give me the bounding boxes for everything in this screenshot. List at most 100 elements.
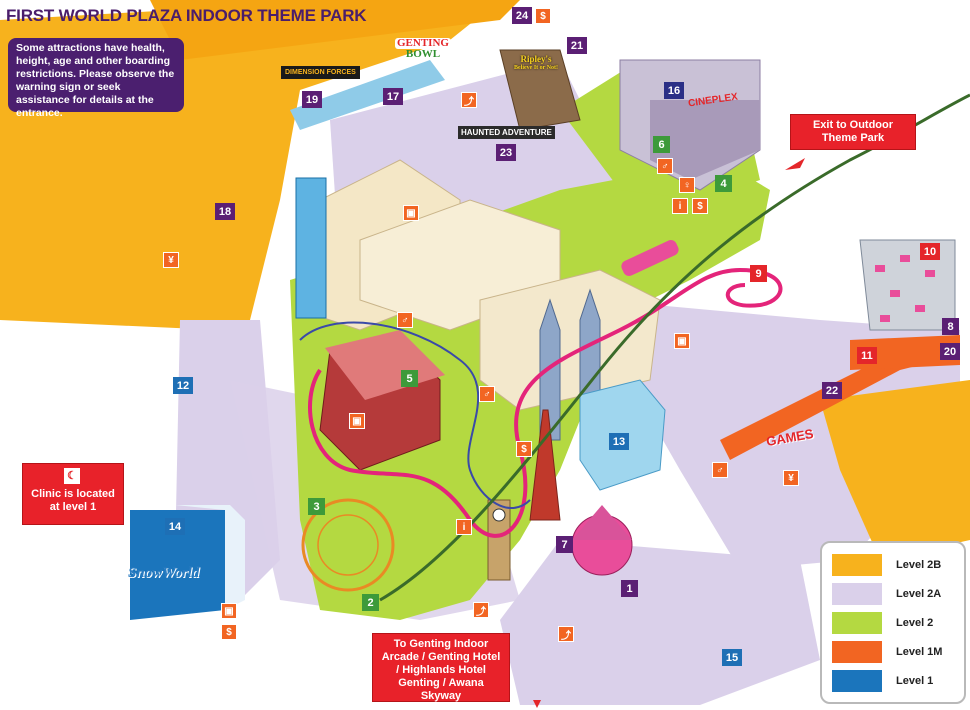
money-changer-icon[interactable]: $ bbox=[516, 441, 532, 457]
attraction-12[interactable]: 12 bbox=[173, 377, 193, 394]
attraction-24[interactable]: 24 bbox=[512, 7, 532, 24]
toilet-icon[interactable]: ♂ bbox=[657, 158, 673, 174]
attraction-8[interactable]: 8 bbox=[942, 318, 959, 335]
genting-bowl-line1: GENTING bbox=[395, 37, 451, 49]
roller-coaster-track-2 bbox=[299, 321, 531, 510]
clinic-label: Clinic is located at level 1 bbox=[31, 488, 115, 513]
dimension-forces-logo[interactable]: DIMENSION FORCES bbox=[281, 66, 360, 79]
bumper-car-arena bbox=[859, 239, 956, 331]
legend-swatch-level-1m bbox=[832, 641, 882, 663]
info-icon[interactable]: i bbox=[672, 198, 688, 214]
eiffel-tower bbox=[529, 409, 561, 521]
attraction-22[interactable]: 22 bbox=[822, 382, 842, 399]
level-1-snow bbox=[130, 510, 225, 620]
exit-arrow-outdoor bbox=[785, 158, 805, 170]
attraction-23[interactable]: 23 bbox=[496, 144, 516, 161]
haunted-adventure-logo[interactable]: HAUNTED ADVENTURE bbox=[458, 126, 555, 139]
toilet-icon[interactable]: ♀ bbox=[679, 177, 695, 193]
attraction-7[interactable]: 7 bbox=[556, 536, 573, 553]
cineplex-front bbox=[650, 100, 760, 180]
clock-tower bbox=[487, 499, 511, 581]
ripleys-line1: Ripley's bbox=[520, 54, 552, 64]
level-legend: Level 2B Level 2A Level 2 Level 1M Level… bbox=[820, 541, 966, 704]
snowworld-logo[interactable]: SnowWorld bbox=[128, 565, 200, 581]
bumper-cars bbox=[875, 255, 935, 322]
attraction-6[interactable]: 6 bbox=[653, 136, 670, 153]
twin-tower-left bbox=[539, 298, 561, 441]
level-2a-bottom bbox=[500, 540, 820, 705]
shop-icon[interactable]: ▣ bbox=[221, 603, 237, 619]
level-1-bowling bbox=[290, 60, 445, 130]
exit-arrow-indoor bbox=[533, 700, 541, 708]
exit-indoor-callout[interactable]: To Genting Indoor Arcade / Genting Hotel… bbox=[372, 633, 510, 702]
attraction-14[interactable]: 14 bbox=[165, 518, 185, 535]
attraction-4[interactable]: 4 bbox=[715, 175, 732, 192]
legend-row-level-1: Level 1 bbox=[832, 670, 933, 692]
food-icon[interactable]: ¥ bbox=[163, 252, 179, 268]
attraction-16[interactable]: 16 bbox=[664, 82, 684, 99]
restriction-notice: Some attractions have health, height, ag… bbox=[8, 38, 184, 119]
legend-row-level-2: Level 2 bbox=[832, 612, 933, 634]
escalator-icon[interactable]: ⤴ bbox=[461, 92, 477, 108]
toilet-icon[interactable]: ♂ bbox=[712, 462, 728, 478]
snow-wall bbox=[175, 505, 245, 610]
attraction-20[interactable]: 20 bbox=[940, 343, 960, 360]
shop-icon[interactable]: ▣ bbox=[349, 413, 365, 429]
shop-icon[interactable]: ▣ bbox=[403, 205, 419, 221]
attraction-1[interactable]: 1 bbox=[621, 580, 638, 597]
clock-face bbox=[492, 508, 506, 522]
info-icon[interactable]: i bbox=[456, 519, 472, 535]
lower-building bbox=[479, 269, 661, 411]
legend-row-level-2b: Level 2B bbox=[832, 554, 941, 576]
monorail-train bbox=[621, 240, 679, 276]
money-changer-icon[interactable]: $ bbox=[535, 8, 551, 24]
clinic-callout[interactable]: ☾ Clinic is located at level 1 bbox=[22, 463, 124, 525]
legend-label-level-2a: Level 2A bbox=[896, 588, 942, 600]
attraction-9[interactable]: 9 bbox=[750, 265, 767, 282]
ferris-wheel bbox=[301, 498, 395, 592]
legend-label-level-1: Level 1 bbox=[896, 675, 934, 687]
legend-label-level-2b: Level 2B bbox=[896, 559, 942, 571]
attraction-15[interactable]: 15 bbox=[722, 649, 742, 666]
legend-swatch-level-2a bbox=[832, 583, 882, 605]
legend-label-level-1m: Level 1M bbox=[896, 646, 943, 658]
ripleys-line2: Believe It or Not! bbox=[514, 65, 559, 71]
attraction-21[interactable]: 21 bbox=[567, 37, 587, 54]
shop-icon[interactable]: ▣ bbox=[674, 333, 690, 349]
attraction-17[interactable]: 17 bbox=[383, 88, 403, 105]
level-2b-right bbox=[820, 380, 970, 560]
glass-elevator-tower bbox=[295, 177, 327, 319]
attraction-10[interactable]: 10 bbox=[920, 243, 940, 260]
legend-label-level-2: Level 2 bbox=[896, 617, 934, 629]
food-icon[interactable]: ¥ bbox=[783, 470, 799, 486]
genting-bowl-logo[interactable]: GENTING BOWL bbox=[395, 38, 451, 60]
level-1m-wall bbox=[850, 335, 960, 370]
legend-row-level-2a: Level 2A bbox=[832, 583, 941, 605]
attraction-13[interactable]: 13 bbox=[609, 433, 629, 450]
attraction-19[interactable]: 19 bbox=[302, 91, 322, 108]
attraction-3[interactable]: 3 bbox=[308, 498, 325, 515]
exit-outdoor-callout[interactable]: Exit to Outdoor Theme Park bbox=[790, 114, 916, 150]
toilet-icon[interactable]: ♂ bbox=[397, 312, 413, 328]
money-changer-icon[interactable]: $ bbox=[692, 198, 708, 214]
level-2b-floor-top bbox=[150, 0, 520, 60]
attraction-5[interactable]: 5 bbox=[401, 370, 418, 387]
money-changer-icon[interactable]: $ bbox=[221, 624, 237, 640]
level-1m-stripe bbox=[720, 350, 940, 460]
genting-bowl-line2: BOWL bbox=[405, 48, 441, 60]
attraction-2[interactable]: 2 bbox=[362, 594, 379, 611]
legend-swatch-level-2 bbox=[832, 612, 882, 634]
escalator-icon[interactable]: ⤴ bbox=[473, 602, 489, 618]
attraction-18[interactable]: 18 bbox=[215, 203, 235, 220]
clinic-icon: ☾ bbox=[64, 468, 80, 484]
toilet-icon[interactable]: ♂ bbox=[479, 386, 495, 402]
carousel-roof bbox=[572, 505, 632, 540]
roller-coaster-track bbox=[308, 267, 783, 538]
map-title: FIRST WORLD PLAZA INDOOR THEME PARK bbox=[6, 6, 367, 25]
ferris-wheel-inner bbox=[317, 514, 379, 576]
escalator-icon[interactable]: ⤴ bbox=[558, 626, 574, 642]
ripleys-logo[interactable]: Ripley's Believe It or Not! bbox=[514, 55, 558, 73]
legend-row-level-1m: Level 1M bbox=[832, 641, 942, 663]
attraction-11[interactable]: 11 bbox=[857, 347, 877, 364]
